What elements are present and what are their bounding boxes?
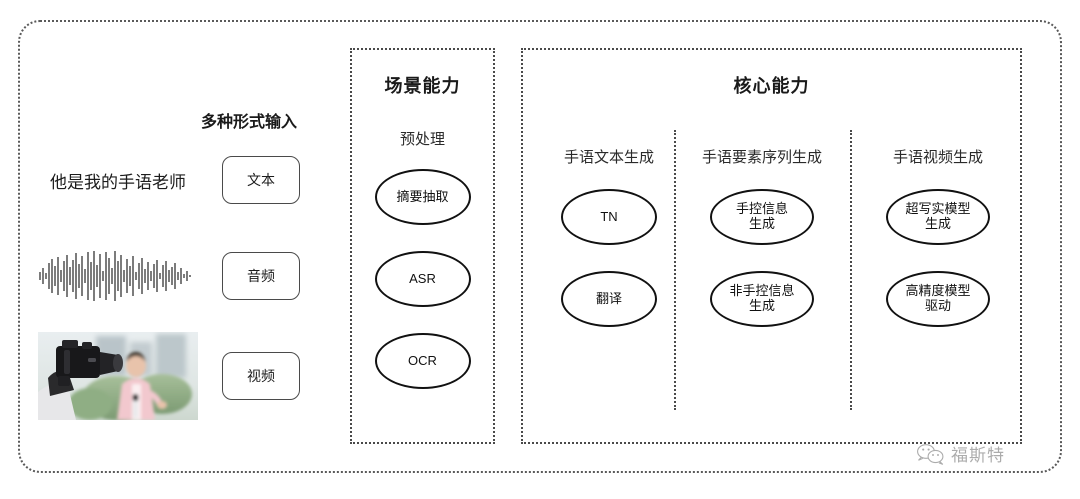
node-core-1-0[interactable]: TN — [561, 189, 657, 245]
input-section-title: 多种形式输入 — [200, 114, 297, 131]
core-column-divider-2 — [850, 130, 852, 410]
node-core-3-0[interactable]: 超写实模型生成 — [886, 189, 990, 245]
diagram-outer-frame — [18, 20, 1062, 473]
video-scene-illustration — [38, 332, 198, 420]
scene-panel-title: 场景能力 — [384, 76, 461, 96]
core-panel-title: 核心能力 — [733, 76, 810, 96]
node-core-2-0[interactable]: 手控信息生成 — [710, 189, 814, 245]
input-chip-video[interactable]: 视频 — [222, 352, 300, 400]
node-label: 手控信息生成 — [735, 201, 788, 231]
core-column-1: 手语文本生成 TN 翻译 — [521, 146, 697, 353]
node-label: 非手控信息生成 — [729, 283, 795, 313]
core-capability-panel: 核心能力 手语文本生成 TN 翻译 手语要素序列生成 手控信息生成 非手控信息生… — [521, 48, 1022, 444]
node-label: 高精度模型驱动 — [905, 283, 971, 313]
node-scene-2[interactable]: OCR — [374, 333, 471, 389]
core-column-3-header: 手语视频生成 — [892, 149, 983, 166]
node-scene-1[interactable]: ASR — [374, 251, 471, 307]
core-column-2-header: 手语要素序列生成 — [701, 149, 822, 166]
node-label: 超写实模型生成 — [905, 201, 971, 231]
wechat-icon — [917, 443, 944, 465]
node-core-3-1[interactable]: 高精度模型驱动 — [886, 271, 990, 327]
scene-capability-panel: 场景能力 预处理 摘要抽取 ASR OCR — [350, 48, 495, 444]
watermark: 福斯特 — [916, 441, 1005, 466]
video-thumbnail-media — [28, 330, 208, 422]
text-sample-media: 他是我的手语老师 — [28, 152, 208, 208]
sample-text: 他是我的手语老师 — [50, 172, 186, 192]
video-thumbnail-image — [38, 332, 198, 420]
node-label: ASR — [409, 270, 436, 286]
core-column-divider-1 — [674, 130, 676, 410]
input-row-text: 他是我的手语老师 文本 — [28, 152, 328, 208]
scene-column-header: 预处理 — [399, 131, 445, 148]
core-column-2: 手语要素序列生成 手控信息生成 非手控信息生成 — [674, 146, 850, 353]
node-label: OCR — [408, 352, 437, 368]
node-core-1-1[interactable]: 翻译 — [561, 271, 657, 327]
audio-waveform-media — [28, 248, 208, 304]
core-column-3: 手语视频生成 超写实模型生成 高精度模型驱动 — [850, 146, 1026, 353]
input-row-video: 视频 — [28, 330, 328, 422]
waveform-icon — [39, 251, 191, 301]
node-label: 摘要抽取 — [396, 188, 449, 204]
input-chip-audio[interactable]: 音频 — [222, 252, 300, 300]
node-label: 翻译 — [595, 290, 622, 306]
core-column-1-header: 手语文本生成 — [563, 149, 654, 166]
input-row-audio: 音频 — [28, 248, 328, 304]
node-core-2-1[interactable]: 非手控信息生成 — [710, 271, 814, 327]
scene-column: 预处理 摘要抽取 ASR OCR — [352, 128, 493, 415]
input-chip-text[interactable]: 文本 — [222, 156, 300, 204]
watermark-text: 福斯特 — [951, 446, 1005, 465]
node-scene-0[interactable]: 摘要抽取 — [374, 169, 471, 225]
input-section: 多种形式输入 他是我的手语老师 文本 — [28, 90, 328, 430]
node-label: TN — [600, 208, 618, 224]
